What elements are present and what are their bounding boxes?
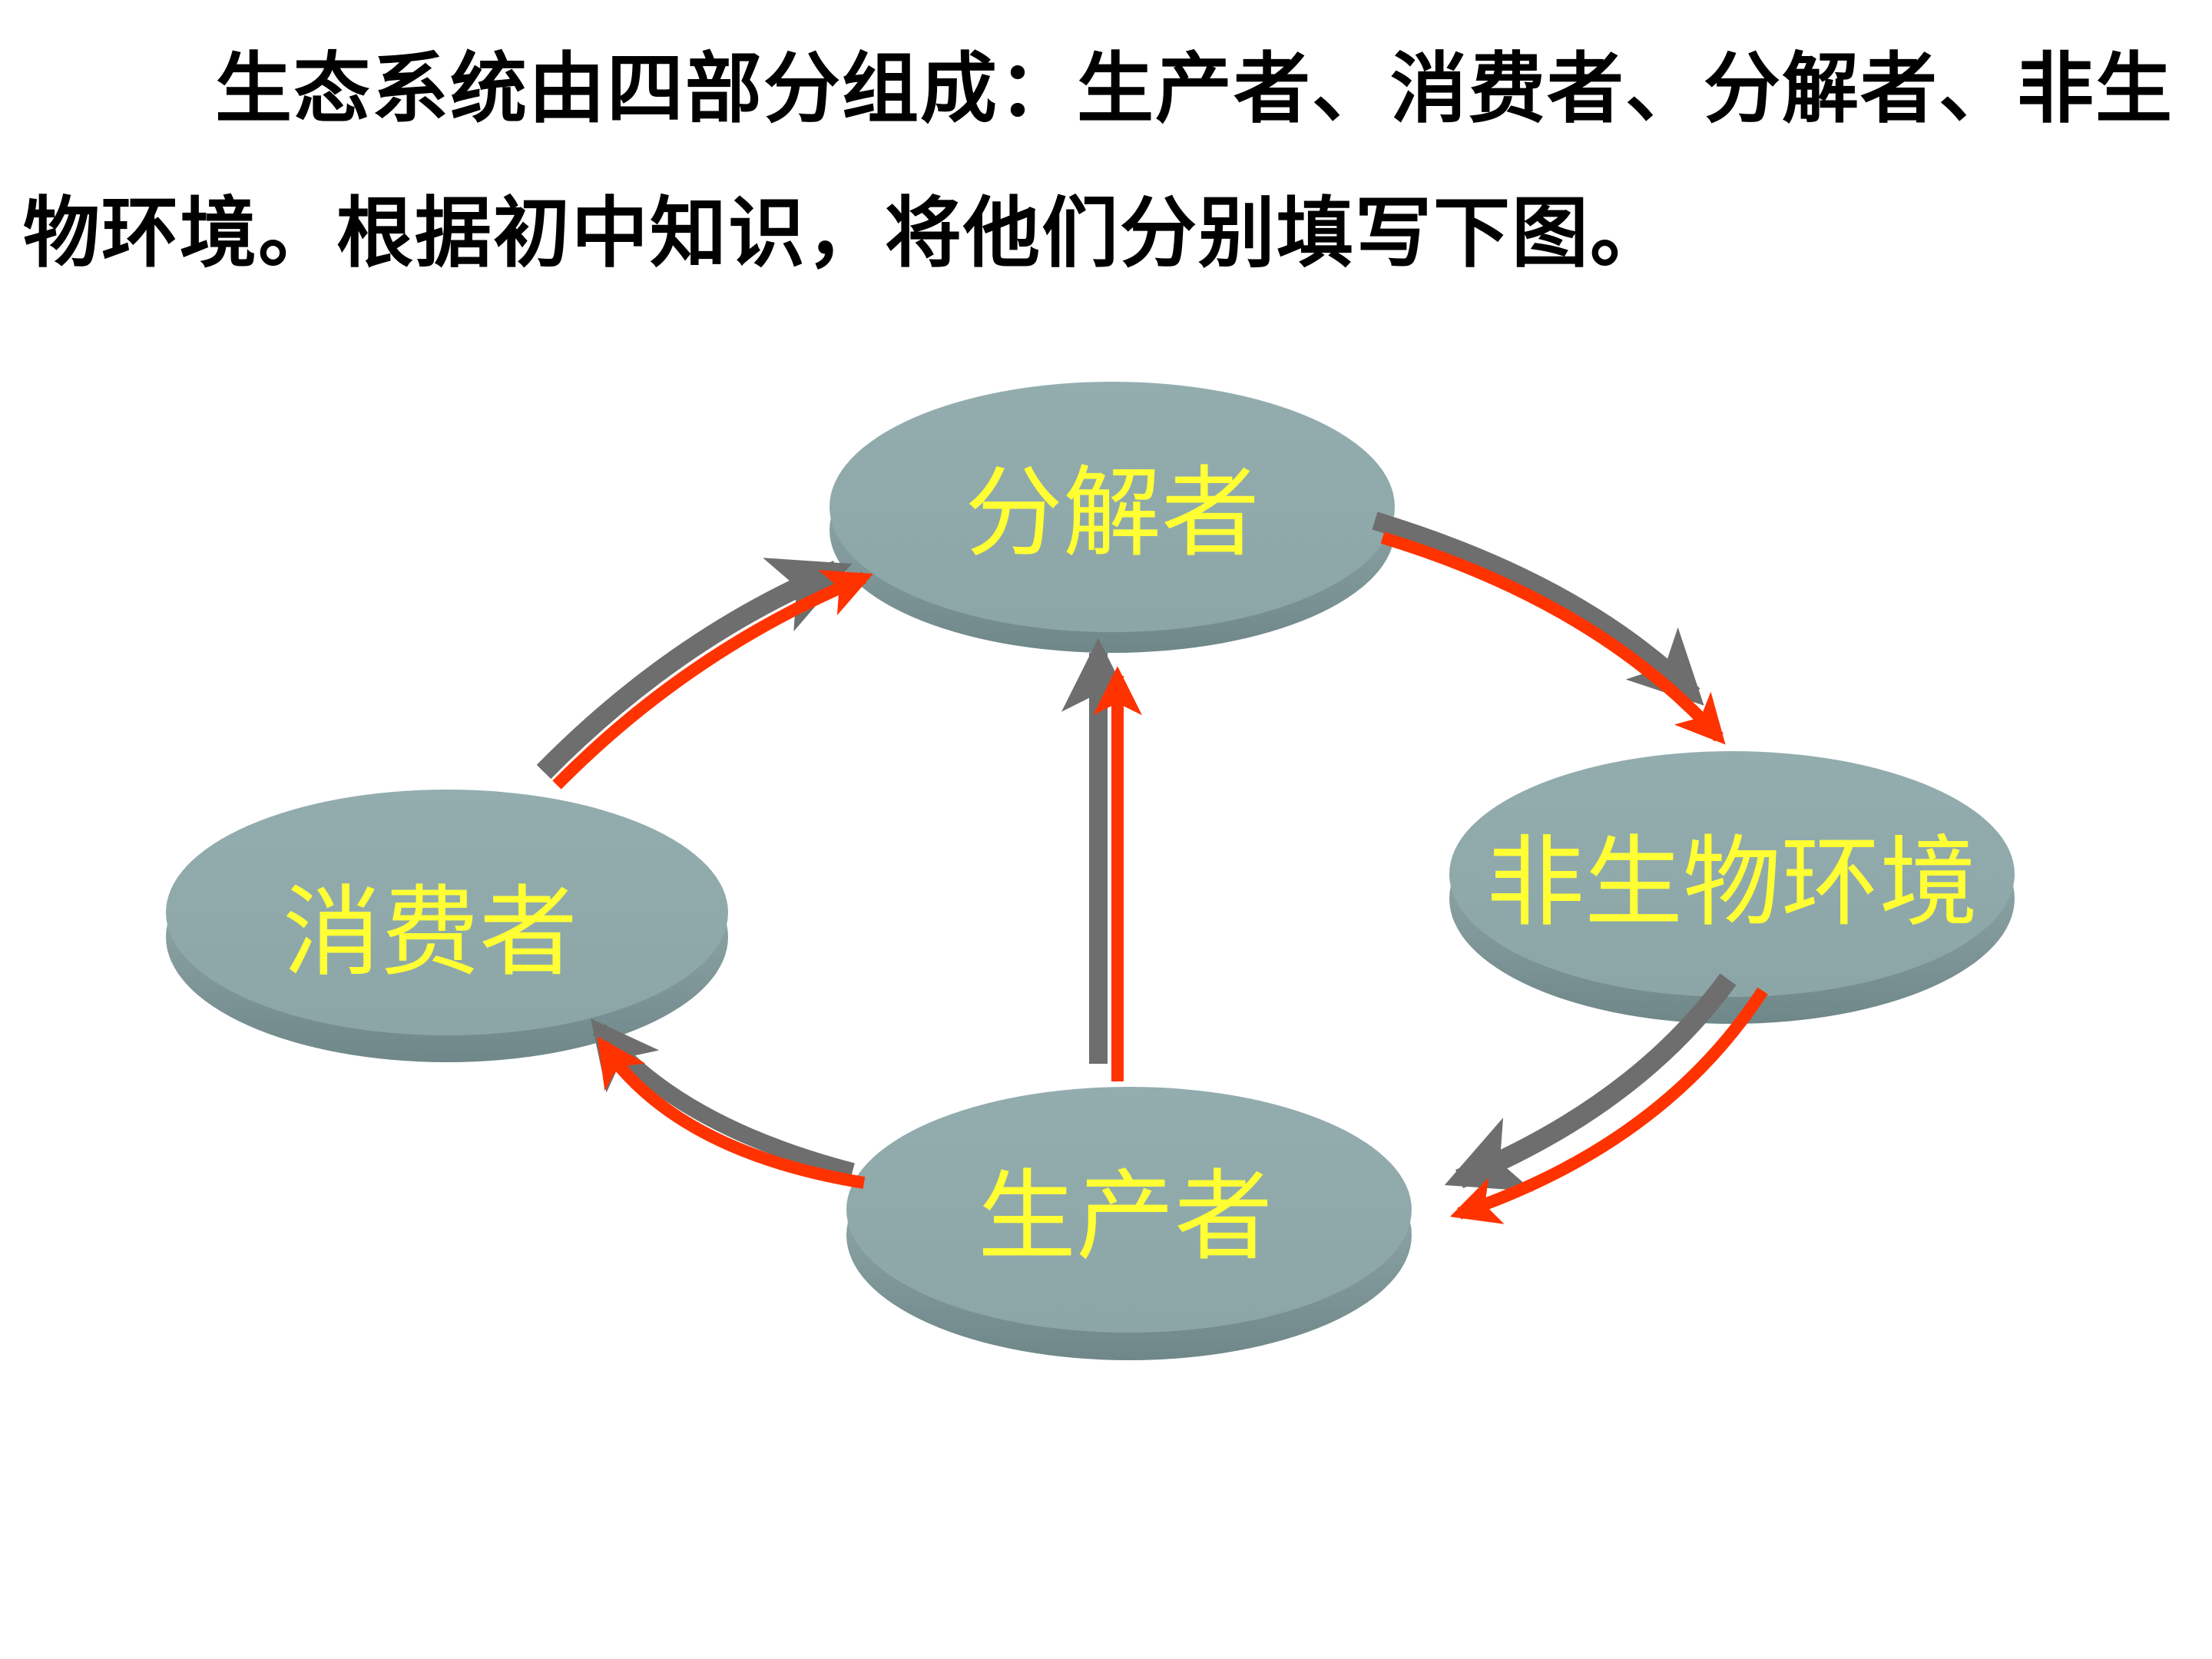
node-consumer: 消费者	[166, 790, 728, 1062]
node-producer-top	[846, 1087, 1412, 1333]
node-abiotic-label: 非生物环境	[1486, 826, 1978, 940]
node-producer: 生产者	[846, 1087, 1412, 1360]
arrow-consumer-to-decomposer	[536, 558, 873, 790]
node-decomposer-top	[830, 382, 1395, 632]
arrow-decomposer-to-abiotic	[1372, 512, 1726, 745]
node-decomposer: 分解者	[830, 382, 1395, 653]
question-text: 生态系统由四部分组成：生产者、消费者、分解者、非生物环境。根据初中知识，将他们分…	[23, 44, 2174, 278]
arrow-producer-to-decomposer	[1061, 637, 1142, 1081]
node-producer-label: 生产者	[978, 1160, 1273, 1274]
node-consumer-top	[166, 790, 728, 1035]
node-abiotic-top	[1449, 751, 2015, 997]
node-decomposer-label: 分解者	[965, 456, 1260, 571]
node-consumer-label: 消费者	[283, 876, 578, 990]
node-abiotic: 非生物环境	[1449, 751, 2015, 1024]
arrow-producer-to-consumer	[590, 1018, 866, 1189]
arrow-abiotic-to-producer	[1444, 973, 1768, 1224]
